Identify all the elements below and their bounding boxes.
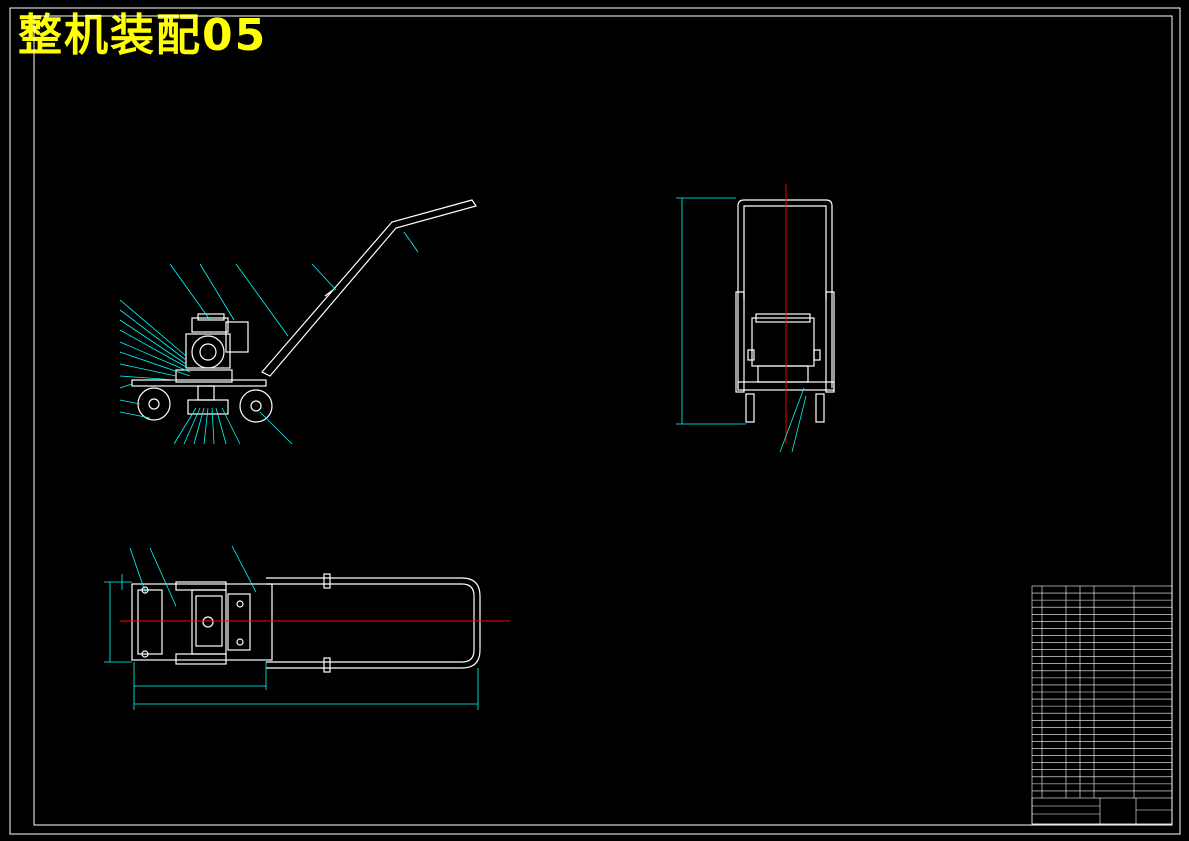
outer-border [9,7,1181,835]
inner-border [33,15,1173,826]
parts-list-table [1031,585,1173,825]
top-view [104,545,510,710]
drawing-title: 整机装配05 [18,10,268,61]
side-view [119,199,477,445]
front-view [676,184,835,453]
